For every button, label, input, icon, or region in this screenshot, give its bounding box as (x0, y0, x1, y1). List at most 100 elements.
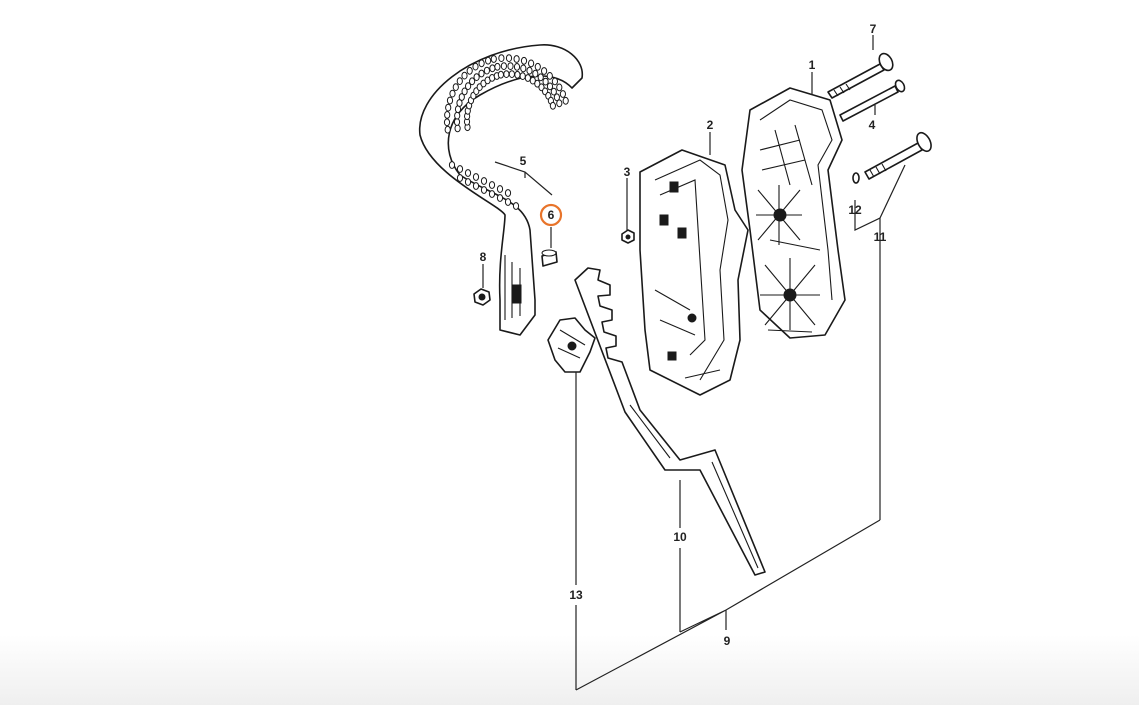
highlight-ring (539, 203, 563, 227)
grip-perforation (519, 72, 526, 80)
part-bolt-11[interactable] (864, 130, 934, 180)
grip-perforation (549, 101, 557, 110)
grip-perforation (559, 90, 567, 98)
grip-perforation (562, 96, 569, 105)
part-bolt-7[interactable] (827, 51, 896, 99)
part-bolt-4[interactable] (839, 79, 906, 122)
grip-perforation (445, 103, 452, 112)
grip-perforation (480, 186, 488, 194)
grip-perforation (461, 87, 468, 96)
grip-perforation (490, 55, 497, 63)
grip-perforation (528, 59, 535, 68)
part-housing-front[interactable] (639, 149, 749, 396)
callout-6[interactable]: 6 (548, 208, 555, 222)
grip-perforation (534, 79, 541, 88)
grip-perforation (478, 69, 485, 78)
grip-perforation (537, 73, 544, 82)
callout-7[interactable]: 7 (870, 22, 877, 36)
grip-perforation (466, 66, 473, 75)
grip-perforation (472, 173, 480, 181)
grip-perforation (469, 77, 476, 86)
grip-perforation (551, 77, 559, 86)
part-housing-rear[interactable] (741, 87, 846, 339)
grip-perforation (556, 99, 563, 108)
grip-perforation (497, 70, 504, 79)
grip-perforation (456, 77, 463, 85)
grip-perforation (504, 198, 512, 206)
grip-perforation (448, 161, 456, 169)
part-washer-12[interactable] (852, 172, 860, 184)
grip-perforation (483, 66, 490, 75)
grip-perforation (472, 182, 480, 190)
grip-perforation (453, 118, 461, 126)
grip-perforation (456, 165, 464, 173)
grip-perforation (473, 73, 480, 81)
callout-8[interactable]: 8 (480, 250, 487, 264)
callout-1[interactable]: 1 (809, 58, 816, 72)
grip-perforation (500, 62, 507, 70)
grip-perforation (505, 54, 513, 62)
grip-perforation (498, 54, 505, 62)
grip-perforation (508, 70, 515, 78)
callout-labels: 1 2 3 4 5 6 7 8 9 10 11 12 13 (480, 22, 887, 648)
grip-perforation (514, 70, 521, 79)
part-handle[interactable] (419, 44, 583, 336)
grip-perforation (464, 169, 472, 177)
grip-perforation (458, 93, 465, 101)
grip-perforation (449, 89, 456, 98)
grip-perforation (520, 64, 527, 73)
grip-perforation (465, 82, 472, 90)
part-nut-8[interactable] (473, 288, 491, 306)
grip-perforation (534, 62, 541, 71)
grip-perforation (472, 62, 479, 71)
part-sleeve[interactable] (541, 249, 558, 267)
callout-11[interactable]: 11 (874, 230, 887, 244)
callout-2[interactable]: 2 (707, 118, 714, 132)
grip-perforation (464, 178, 472, 186)
grip-perforation (550, 87, 557, 96)
part-rail[interactable] (574, 267, 766, 576)
grip-perforation (454, 124, 461, 133)
part-nut-3[interactable] (621, 229, 635, 244)
grip-perforation (513, 55, 520, 63)
grip-perforation (532, 69, 539, 78)
grip-perforation (556, 83, 563, 92)
grip-perforation (446, 96, 454, 105)
callout-12[interactable]: 12 (848, 203, 862, 217)
callout-4[interactable]: 4 (869, 118, 876, 132)
part-star-knob[interactable] (547, 317, 596, 373)
grip-perforation (478, 59, 485, 68)
grip-perforation (444, 111, 451, 119)
grip-perforation (443, 118, 451, 127)
leader-lines (482, 35, 906, 691)
callout-3[interactable]: 3 (624, 165, 631, 179)
grip-perforation (456, 174, 464, 182)
grip-perforation (503, 70, 510, 78)
grip-perforation (546, 72, 553, 80)
grip-perforation (513, 63, 521, 71)
callout-5[interactable]: 5 (520, 154, 527, 168)
callout-13[interactable]: 13 (569, 588, 583, 602)
grip-perforation (507, 62, 514, 70)
grip-perforation (496, 194, 504, 202)
grip-perforation (496, 185, 504, 193)
grip-perforation (541, 67, 548, 75)
grip-perforation (452, 83, 459, 91)
callout-10[interactable]: 10 (673, 530, 687, 544)
grip-perforation (546, 82, 554, 91)
grip-perforation (488, 181, 496, 189)
grip-perforation (488, 190, 496, 198)
grip-perforation (480, 177, 488, 185)
grip-perforation (512, 202, 520, 210)
grip-perforation (489, 64, 496, 73)
grip-perforation (494, 62, 501, 71)
grip-perforation (485, 56, 492, 65)
grip-perforation (504, 189, 512, 197)
callout-9[interactable]: 9 (724, 634, 731, 648)
grip-perforation (542, 77, 549, 86)
grip-perforation (526, 66, 533, 75)
background-fade (0, 635, 1139, 705)
grip-perforation (444, 125, 451, 134)
